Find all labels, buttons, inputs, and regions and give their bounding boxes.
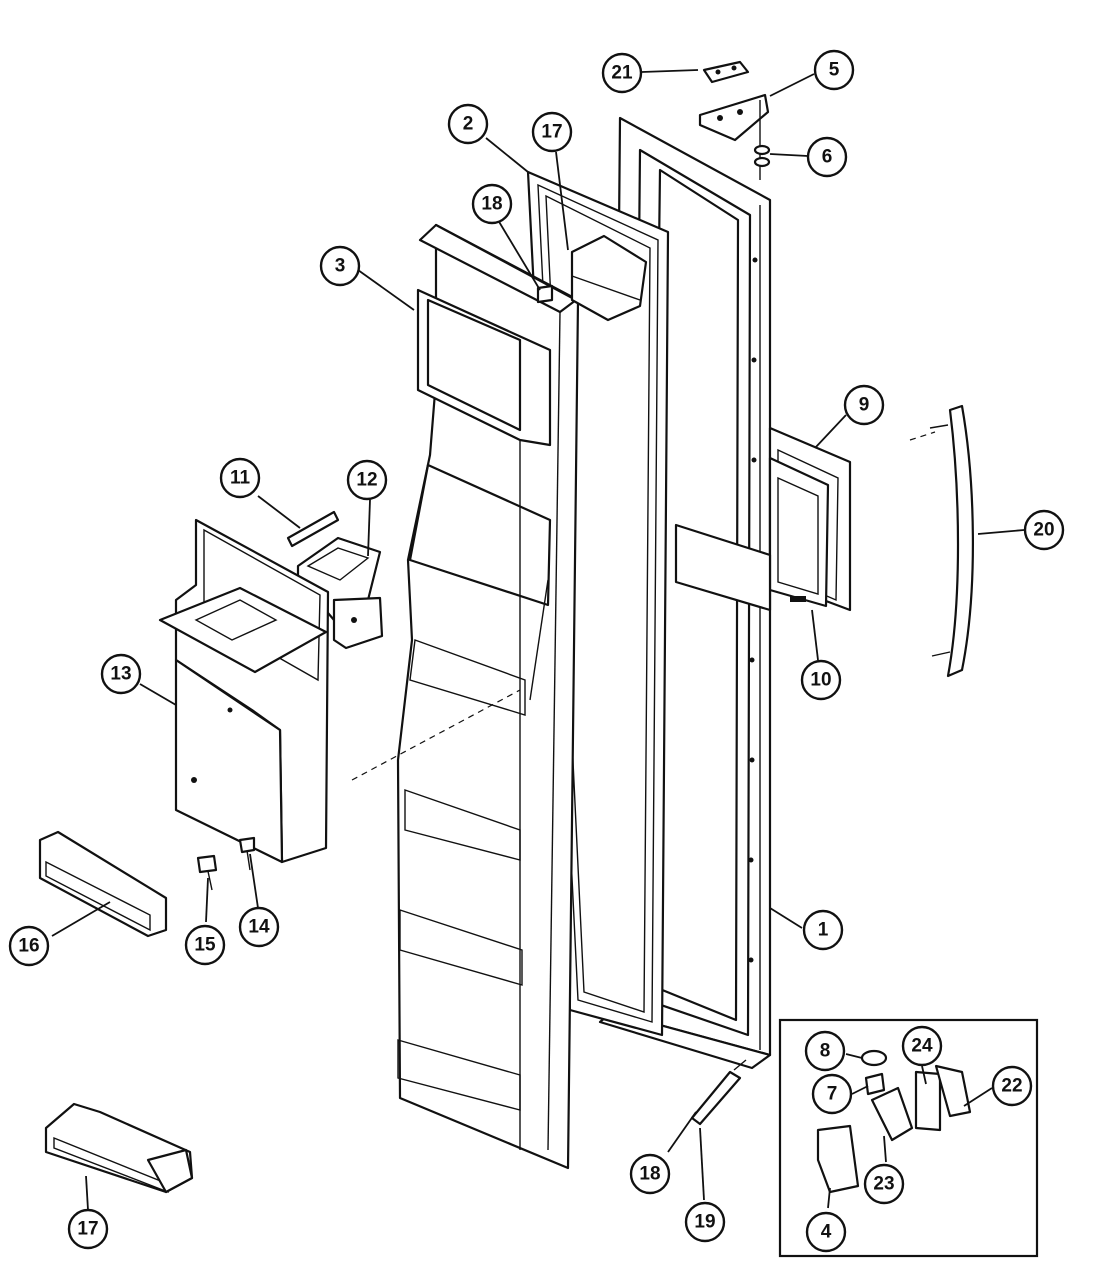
top-cover-bracket <box>536 234 648 322</box>
callout-1: 1 <box>802 909 844 951</box>
svg-text:17: 17 <box>541 122 562 143</box>
lower-hinge-parts <box>816 1049 972 1194</box>
svg-text:18: 18 <box>481 194 502 215</box>
callout-markers: 21 5 2 17 6 18 3 9 11 12 20 13 10 14 16 … <box>8 49 1065 1253</box>
callout-8: 8 <box>804 1030 846 1072</box>
callout-12: 12 <box>346 459 388 501</box>
svg-text:22: 22 <box>1001 1076 1022 1097</box>
callout-23: 23 <box>863 1163 905 1205</box>
mounting-screws <box>196 836 256 891</box>
svg-text:4: 4 <box>821 1222 832 1243</box>
callout-10: 10 <box>800 659 842 701</box>
svg-text:2: 2 <box>463 114 474 135</box>
callout-2: 2 <box>447 103 489 145</box>
callout-17-bottom: 17 <box>67 1208 109 1250</box>
svg-text:5: 5 <box>829 60 840 81</box>
svg-text:21: 21 <box>611 63 633 84</box>
svg-text:8: 8 <box>820 1041 831 1062</box>
svg-text:7: 7 <box>827 1084 838 1105</box>
rear-cover-plate <box>674 523 772 612</box>
svg-text:11: 11 <box>230 468 251 489</box>
svg-text:14: 14 <box>248 917 270 938</box>
door-liner <box>396 223 580 1170</box>
callout-13: 13 <box>100 653 142 695</box>
leader-lines <box>51 69 1025 1211</box>
callout-4: 4 <box>805 1211 847 1253</box>
callout-15: 15 <box>184 924 226 966</box>
small-door-bin <box>38 830 168 938</box>
svg-text:3: 3 <box>335 256 346 277</box>
door-handle <box>929 404 975 678</box>
svg-text:23: 23 <box>873 1174 894 1195</box>
callout-3: 3 <box>319 245 361 287</box>
callout-7: 7 <box>811 1073 853 1115</box>
svg-text:13: 13 <box>110 664 131 685</box>
dispenser-housing <box>158 518 330 864</box>
callout-18-bottom: 18 <box>629 1153 671 1195</box>
svg-text:12: 12 <box>356 470 377 491</box>
svg-text:15: 15 <box>194 935 216 956</box>
callout-18-top: 18 <box>471 183 513 225</box>
callout-22: 22 <box>991 1065 1033 1107</box>
svg-text:10: 10 <box>810 670 831 691</box>
large-door-bin <box>44 1102 194 1194</box>
callout-17-top: 17 <box>531 111 573 153</box>
callout-11: 11 <box>219 457 261 499</box>
svg-text:18: 18 <box>639 1164 660 1185</box>
top-hinge-assembly <box>698 60 771 180</box>
svg-text:16: 16 <box>18 936 39 957</box>
callout-16: 16 <box>8 925 50 967</box>
callout-24: 24 <box>901 1025 943 1067</box>
callout-20: 20 <box>1023 509 1065 551</box>
lower-door-cord <box>690 1059 747 1126</box>
svg-text:17: 17 <box>77 1219 98 1240</box>
svg-text:20: 20 <box>1033 520 1054 541</box>
callout-14: 14 <box>238 906 280 948</box>
callout-5: 5 <box>813 49 855 91</box>
callout-6: 6 <box>806 136 848 178</box>
dispenser-panel-frame <box>768 426 852 612</box>
callout-9: 9 <box>843 384 885 426</box>
svg-text:6: 6 <box>822 147 833 168</box>
callout-19: 19 <box>684 1201 726 1243</box>
callout-21: 21 <box>601 52 643 94</box>
svg-text:19: 19 <box>694 1212 715 1233</box>
svg-text:24: 24 <box>911 1036 933 1057</box>
inset-hinge-detail-box <box>778 1018 1039 1258</box>
svg-text:9: 9 <box>859 395 870 416</box>
svg-text:1: 1 <box>818 920 829 941</box>
